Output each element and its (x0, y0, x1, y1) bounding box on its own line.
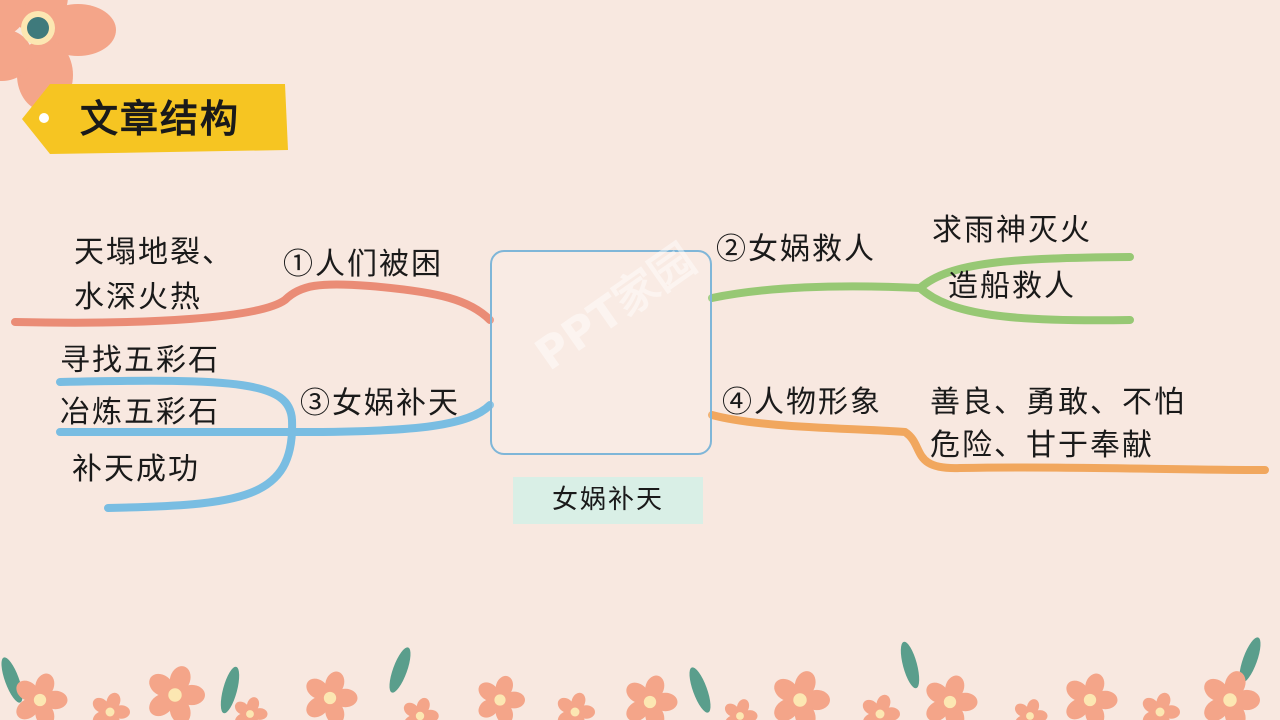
center-caption: 女娲补天 (513, 477, 703, 524)
branch-2-detail-1: 求雨神灭火 (932, 213, 1092, 248)
corner-flower-icon (0, 0, 116, 111)
leaf-icon (389, 647, 411, 693)
flower-icon (234, 697, 268, 720)
branch-label-4: ④人物形象 (722, 385, 882, 420)
flower-icon (1066, 673, 1118, 720)
flower-icon (557, 692, 595, 720)
flower-icon (478, 675, 525, 720)
leaf-icon (220, 666, 240, 714)
branch-line-4 (708, 411, 1269, 474)
flower-icon (626, 675, 678, 720)
bottom-flower-band (1, 637, 1261, 720)
branch-line-2 (708, 253, 1134, 325)
flower-icon (1204, 671, 1261, 720)
leaf-icon (1239, 637, 1261, 683)
branch-4-detail-1: 善良、勇敢、不怕 (930, 385, 1186, 420)
branch-4-detail-2: 危险、甘于奉献 (930, 428, 1154, 463)
branch-2-detail-2: 造船救人 (948, 269, 1076, 304)
page-title: 文章结构 (80, 97, 241, 141)
branch-1-detail-1: 天塌地裂、 (74, 235, 234, 270)
leaf-icon (900, 641, 920, 689)
flower-icon (926, 675, 978, 720)
flower-icon (1142, 692, 1180, 720)
branch-label-1: ①人们被困 (283, 247, 443, 282)
flower-icon (403, 697, 439, 720)
flower-icon (149, 666, 205, 720)
flower-icon (1014, 699, 1048, 720)
flower-icon (92, 692, 130, 720)
branch-line-1 (11, 280, 494, 327)
flower-icon (774, 671, 830, 720)
leaf-icon (689, 667, 711, 713)
branch-3-detail-2: 冶炼五彩石 (60, 395, 220, 430)
tag-hole-icon (39, 113, 49, 123)
branch-line-3 (56, 376, 494, 512)
center-image-frame (490, 250, 712, 455)
branch-3-detail-3: 补天成功 (72, 452, 200, 487)
branch-label-3: ③女娲补天 (300, 386, 460, 421)
flower-icon (724, 699, 758, 720)
branch-3-detail-1: 寻找五彩石 (60, 343, 220, 378)
flower-icon (862, 694, 900, 720)
title-tag-shape (22, 84, 288, 154)
branch-label-2: ②女娲救人 (716, 232, 876, 267)
flower-icon (306, 671, 358, 720)
branch-1-detail-2: 水深火热 (74, 280, 202, 315)
flower-icon (16, 673, 68, 720)
